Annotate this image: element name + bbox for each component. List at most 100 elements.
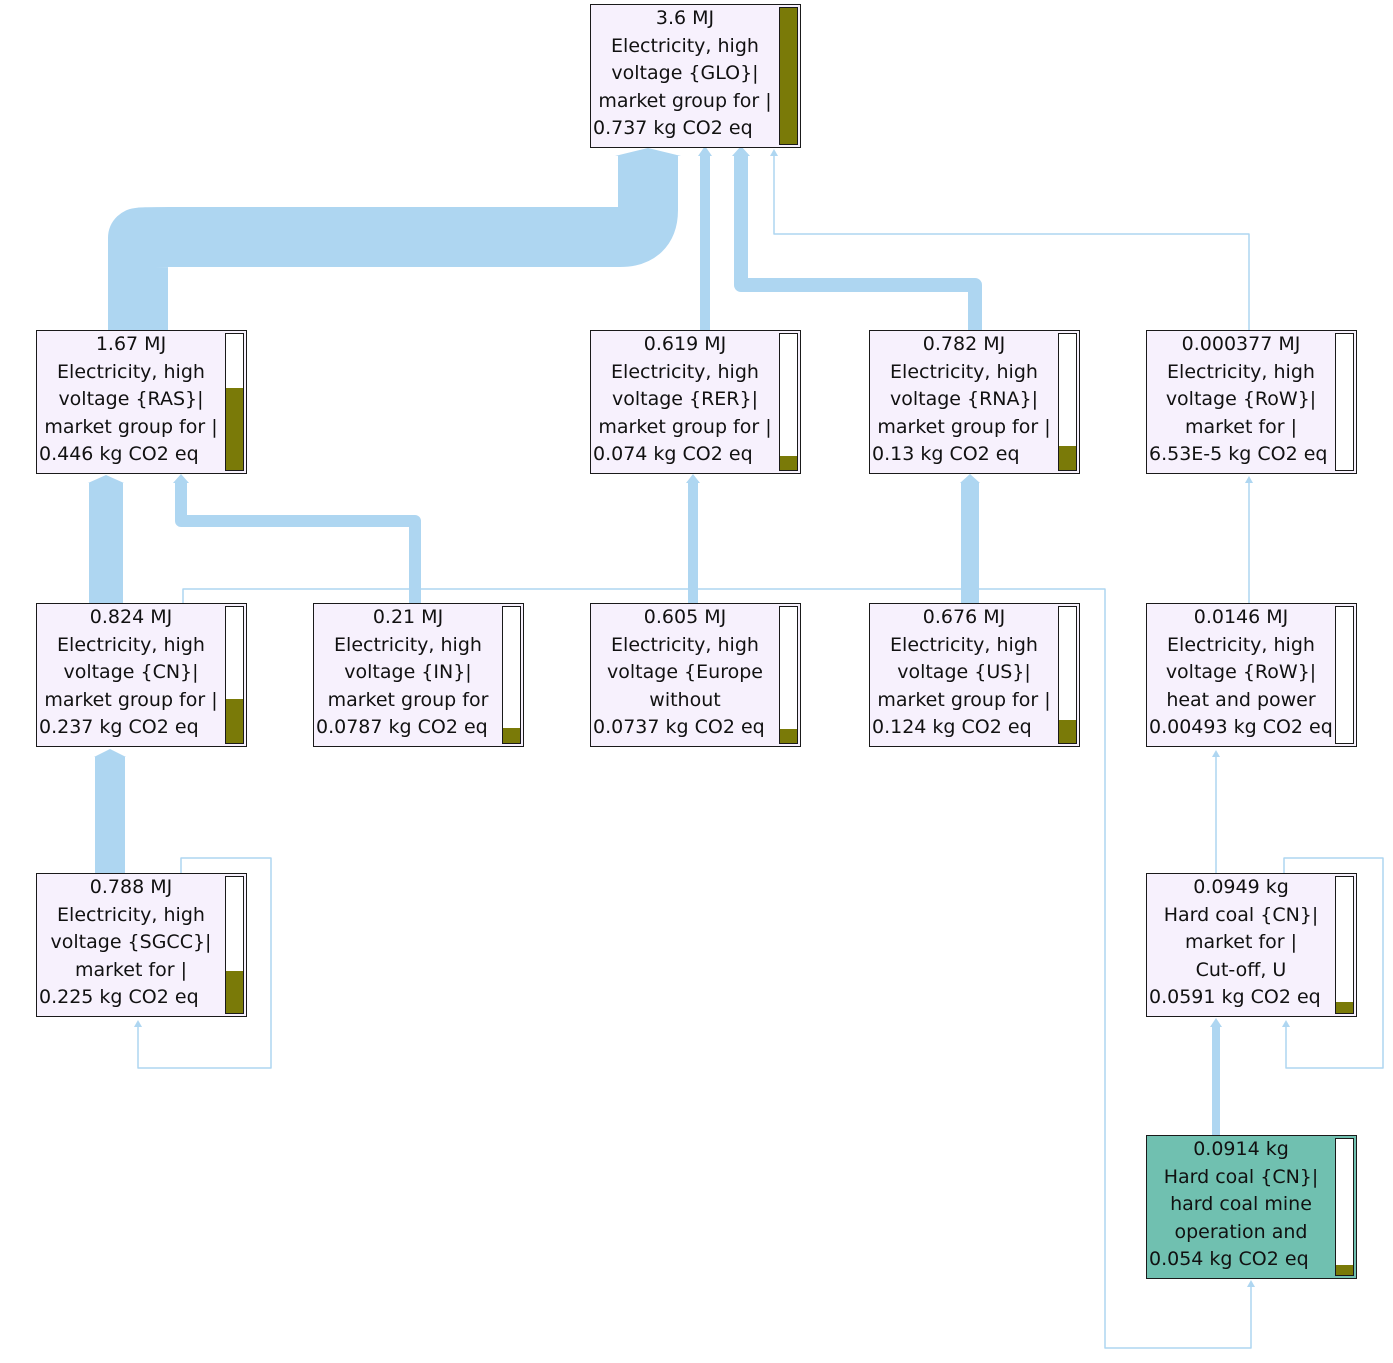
node-text: 0.782 MJ Electricity, high voltage {RNA}… [872,331,1056,469]
node-impact: 0.13 kg CO2 eq [872,443,1020,465]
link-rna-to-glo [734,156,982,330]
node-label-line: market group for | [44,415,218,438]
impact-bar [1335,876,1354,1014]
node-text: 0.619 MJ Electricity, high voltage {RER}… [593,331,777,469]
impact-bar-fill [1059,445,1076,470]
process-node-row-market[interactable]: 0.000377 MJ Electricity, high voltage {R… [1146,330,1357,474]
node-text: 0.21 MJ Electricity, high voltage {IN}| … [316,604,500,742]
node-label-line: market group for | [44,688,218,711]
node-amount: 0.619 MJ [643,333,727,355]
node-label-line: market group for | [598,89,772,112]
node-label-line: market group for | [877,415,1051,438]
node-label-line: voltage {RoW}| [1165,661,1317,683]
node-amount: 0.782 MJ [922,333,1006,355]
node-amount: 0.788 MJ [89,876,173,898]
impact-bar-fill [1336,1002,1353,1013]
node-label-line: market for | [74,958,188,981]
node-impact: 0.124 kg CO2 eq [872,716,1032,738]
node-label-line: voltage {US}| [897,661,1031,683]
link-ras-to-glo [108,156,678,330]
node-amount: 0.000377 MJ [1181,333,1301,355]
node-label-line: operation and [1174,1220,1308,1243]
node-impact: 0.737 kg CO2 eq [593,117,753,139]
node-text: 0.0146 MJ Electricity, high voltage {RoW… [1149,604,1333,742]
node-label-line: Electricity, high [57,360,205,383]
node-impact: 0.0787 kg CO2 eq [316,716,488,738]
node-label-line: voltage {RER}| [611,388,759,410]
node-label-line: hard coal mine [1170,1193,1312,1215]
node-text: 0.676 MJ Electricity, high voltage {US}|… [872,604,1056,742]
impact-bar-fill [1336,1265,1353,1275]
node-label-line: voltage {SGCC}| [50,931,212,953]
impact-bar-fill [226,388,243,470]
impact-bar [779,606,798,744]
node-impact: 0.225 kg CO2 eq [39,986,199,1008]
node-text: 0.0914 kg Hard coal {CN}| hard coal mine… [1149,1136,1333,1274]
impact-bar-fill [1059,719,1076,743]
node-label-line: voltage {GLO}| [611,62,759,84]
link-sgcc-loop [137,857,272,1069]
node-label-line: voltage {CN}| [63,661,199,683]
node-impact: 0.446 kg CO2 eq [39,443,199,465]
node-label-line: Electricity, high [57,903,205,926]
node-impact: 0.00493 kg CO2 eq [1149,716,1333,738]
impact-bar [225,606,244,744]
process-node-cn[interactable]: 0.824 MJ Electricity, high voltage {CN}|… [36,603,247,747]
impact-bar [1335,1138,1354,1276]
node-label-line: Electricity, high [890,360,1038,383]
node-impact: 0.0591 kg CO2 eq [1149,986,1321,1008]
node-impact: 0.0737 kg CO2 eq [593,716,765,738]
process-node-in[interactable]: 0.21 MJ Electricity, high voltage {IN}| … [313,603,524,747]
node-impact: 0.074 kg CO2 eq [593,443,753,465]
node-label-line: market group for [327,688,489,711]
node-amount: 0.676 MJ [922,606,1006,628]
node-label-line: Hard coal {CN}| [1163,1165,1319,1188]
node-impact: 0.054 kg CO2 eq [1149,1248,1309,1270]
node-label-line: Electricity, high [334,633,482,656]
process-node-europe[interactable]: 0.605 MJ Electricity, high voltage {Euro… [590,603,801,747]
node-label-line: Electricity, high [1167,360,1315,383]
impact-bar-fill [780,729,797,743]
impact-bar-fill [226,970,243,1013]
impact-bar [779,333,798,471]
node-amount: 0.21 MJ [372,606,444,628]
node-label-line: voltage {Europe [607,661,763,683]
node-amount: 0.605 MJ [643,606,727,628]
node-text: 1.67 MJ Electricity, high voltage {RAS}|… [39,331,223,469]
process-node-rna[interactable]: 0.782 MJ Electricity, high voltage {RNA}… [869,330,1080,474]
impact-bar-fill [226,699,243,743]
impact-bar [225,876,244,1014]
link-row1-to-glo [773,156,1250,330]
link-in-to-ras [175,483,421,603]
process-node-us[interactable]: 0.676 MJ Electricity, high voltage {US}|… [869,603,1080,747]
link-coalmkt-loop [1283,857,1384,1069]
impact-bar [1058,606,1077,744]
process-node-ras[interactable]: 1.67 MJ Electricity, high voltage {RAS}|… [36,330,247,474]
node-label-line: Electricity, high [611,633,759,656]
node-label-line: Cut-off, U [1195,958,1287,981]
node-impact: 6.53E-5 kg CO2 eq [1149,443,1328,465]
node-label-line: Electricity, high [1167,633,1315,656]
process-node-hard-coal-mine[interactable]: 0.0914 kg Hard coal {CN}| hard coal mine… [1146,1135,1357,1279]
impact-bar [1335,333,1354,471]
node-label-line: market for | [1184,931,1298,953]
node-amount: 1.67 MJ [95,333,167,355]
node-amount: 3.6 MJ [655,7,715,29]
process-node-rer[interactable]: 0.619 MJ Electricity, high voltage {RER}… [590,330,801,474]
node-text: 3.6 MJ Electricity, high voltage {GLO}| … [593,5,777,143]
impact-bar-fill [780,456,797,470]
node-impact: 0.237 kg CO2 eq [39,716,199,738]
node-text: 0.0949 kg Hard coal {CN}| market for | C… [1149,874,1333,1012]
impact-bar [1335,606,1354,744]
process-node-hard-coal-market[interactable]: 0.0949 kg Hard coal {CN}| market for | C… [1146,873,1357,1017]
process-node-sgcc[interactable]: 0.788 MJ Electricity, high voltage {SGCC… [36,873,247,1017]
impact-bar [502,606,521,744]
process-node-glo[interactable]: 3.6 MJ Electricity, high voltage {GLO}| … [590,4,801,148]
node-label-line: Electricity, high [611,34,759,57]
node-label-line: market group for | [877,688,1051,711]
node-label-line: voltage {IN}| [344,661,472,683]
node-text: 0.788 MJ Electricity, high voltage {SGCC… [39,874,223,1012]
process-node-row-heat-power[interactable]: 0.0146 MJ Electricity, high voltage {RoW… [1146,603,1357,747]
node-label-line: voltage {RoW}| [1165,388,1317,410]
